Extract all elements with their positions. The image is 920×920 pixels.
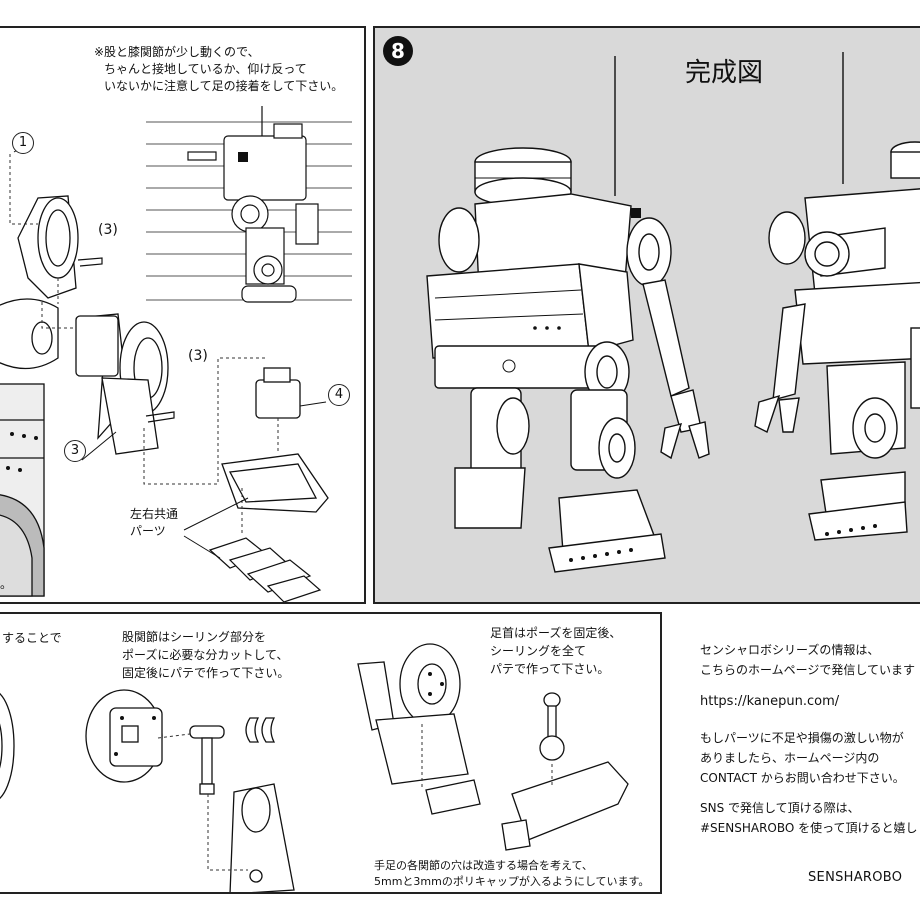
homepage-link[interactable]: https://kanepun.com/: [700, 694, 840, 709]
leg-assembly-illustration: [0, 106, 352, 602]
joint-instructions-panel: することで 股関節はシーリング部分を ポーズに必要な分カットして、 固定後にパテ…: [0, 612, 662, 894]
leg-attachment-note: ※股と膝関節が少し動くので、 ちゃんと接地しているか、仰け反って いないかに注意…: [94, 45, 344, 93]
polycap-footer-note: 手足の各関節の穴は改造する場合を考えて、 5mmと3mmのポリキャップが入るよう…: [374, 859, 650, 888]
part-label-3: 3: [64, 440, 86, 462]
completed-view-title: 完成図: [685, 58, 764, 88]
ankle-joint-note: 足首はポーズを固定後、 シーリングを全て パテで作って下さい。: [490, 626, 622, 676]
brand-name: SENSHAROBO: [808, 870, 903, 885]
sns-info-text: SNS で発信して頂ける際は、 #SENSHAROBO を使って頂けると嬉し: [700, 801, 918, 835]
joint-assembly-illustration: [0, 643, 629, 892]
hip-joint-note: 股関節はシーリング部分を ポーズに必要な分カットして、 固定後にパテで作って下さ…: [122, 630, 290, 680]
part-label-4: 4: [328, 384, 350, 406]
left-text-fragment: することで: [2, 631, 62, 645]
step-number-badge: 8: [383, 36, 413, 66]
part-label-3b: (3): [188, 348, 208, 364]
part-label-1: 1: [12, 132, 34, 154]
completed-view-panel: 8 完成図: [373, 26, 920, 604]
completed-robot-illustration: [426, 52, 920, 573]
series-info-text: センシャロボシリーズの情報は、 こちらのホームページで発信しています: [700, 643, 916, 677]
edge-text-fragment: 。: [0, 577, 13, 591]
contact-info-text: もしパーツに不足や損傷の激しい物が ありましたら、ホームページ内の CONTAC…: [700, 731, 905, 785]
assembly-panel-legs: ※股と膝関節が少し動くので、 ちゃんと接地しているか、仰け反って いないかに注意…: [0, 26, 366, 604]
shared-parts-label: 左右共通 パーツ: [130, 507, 179, 538]
part-label-3a: (3): [98, 222, 118, 238]
